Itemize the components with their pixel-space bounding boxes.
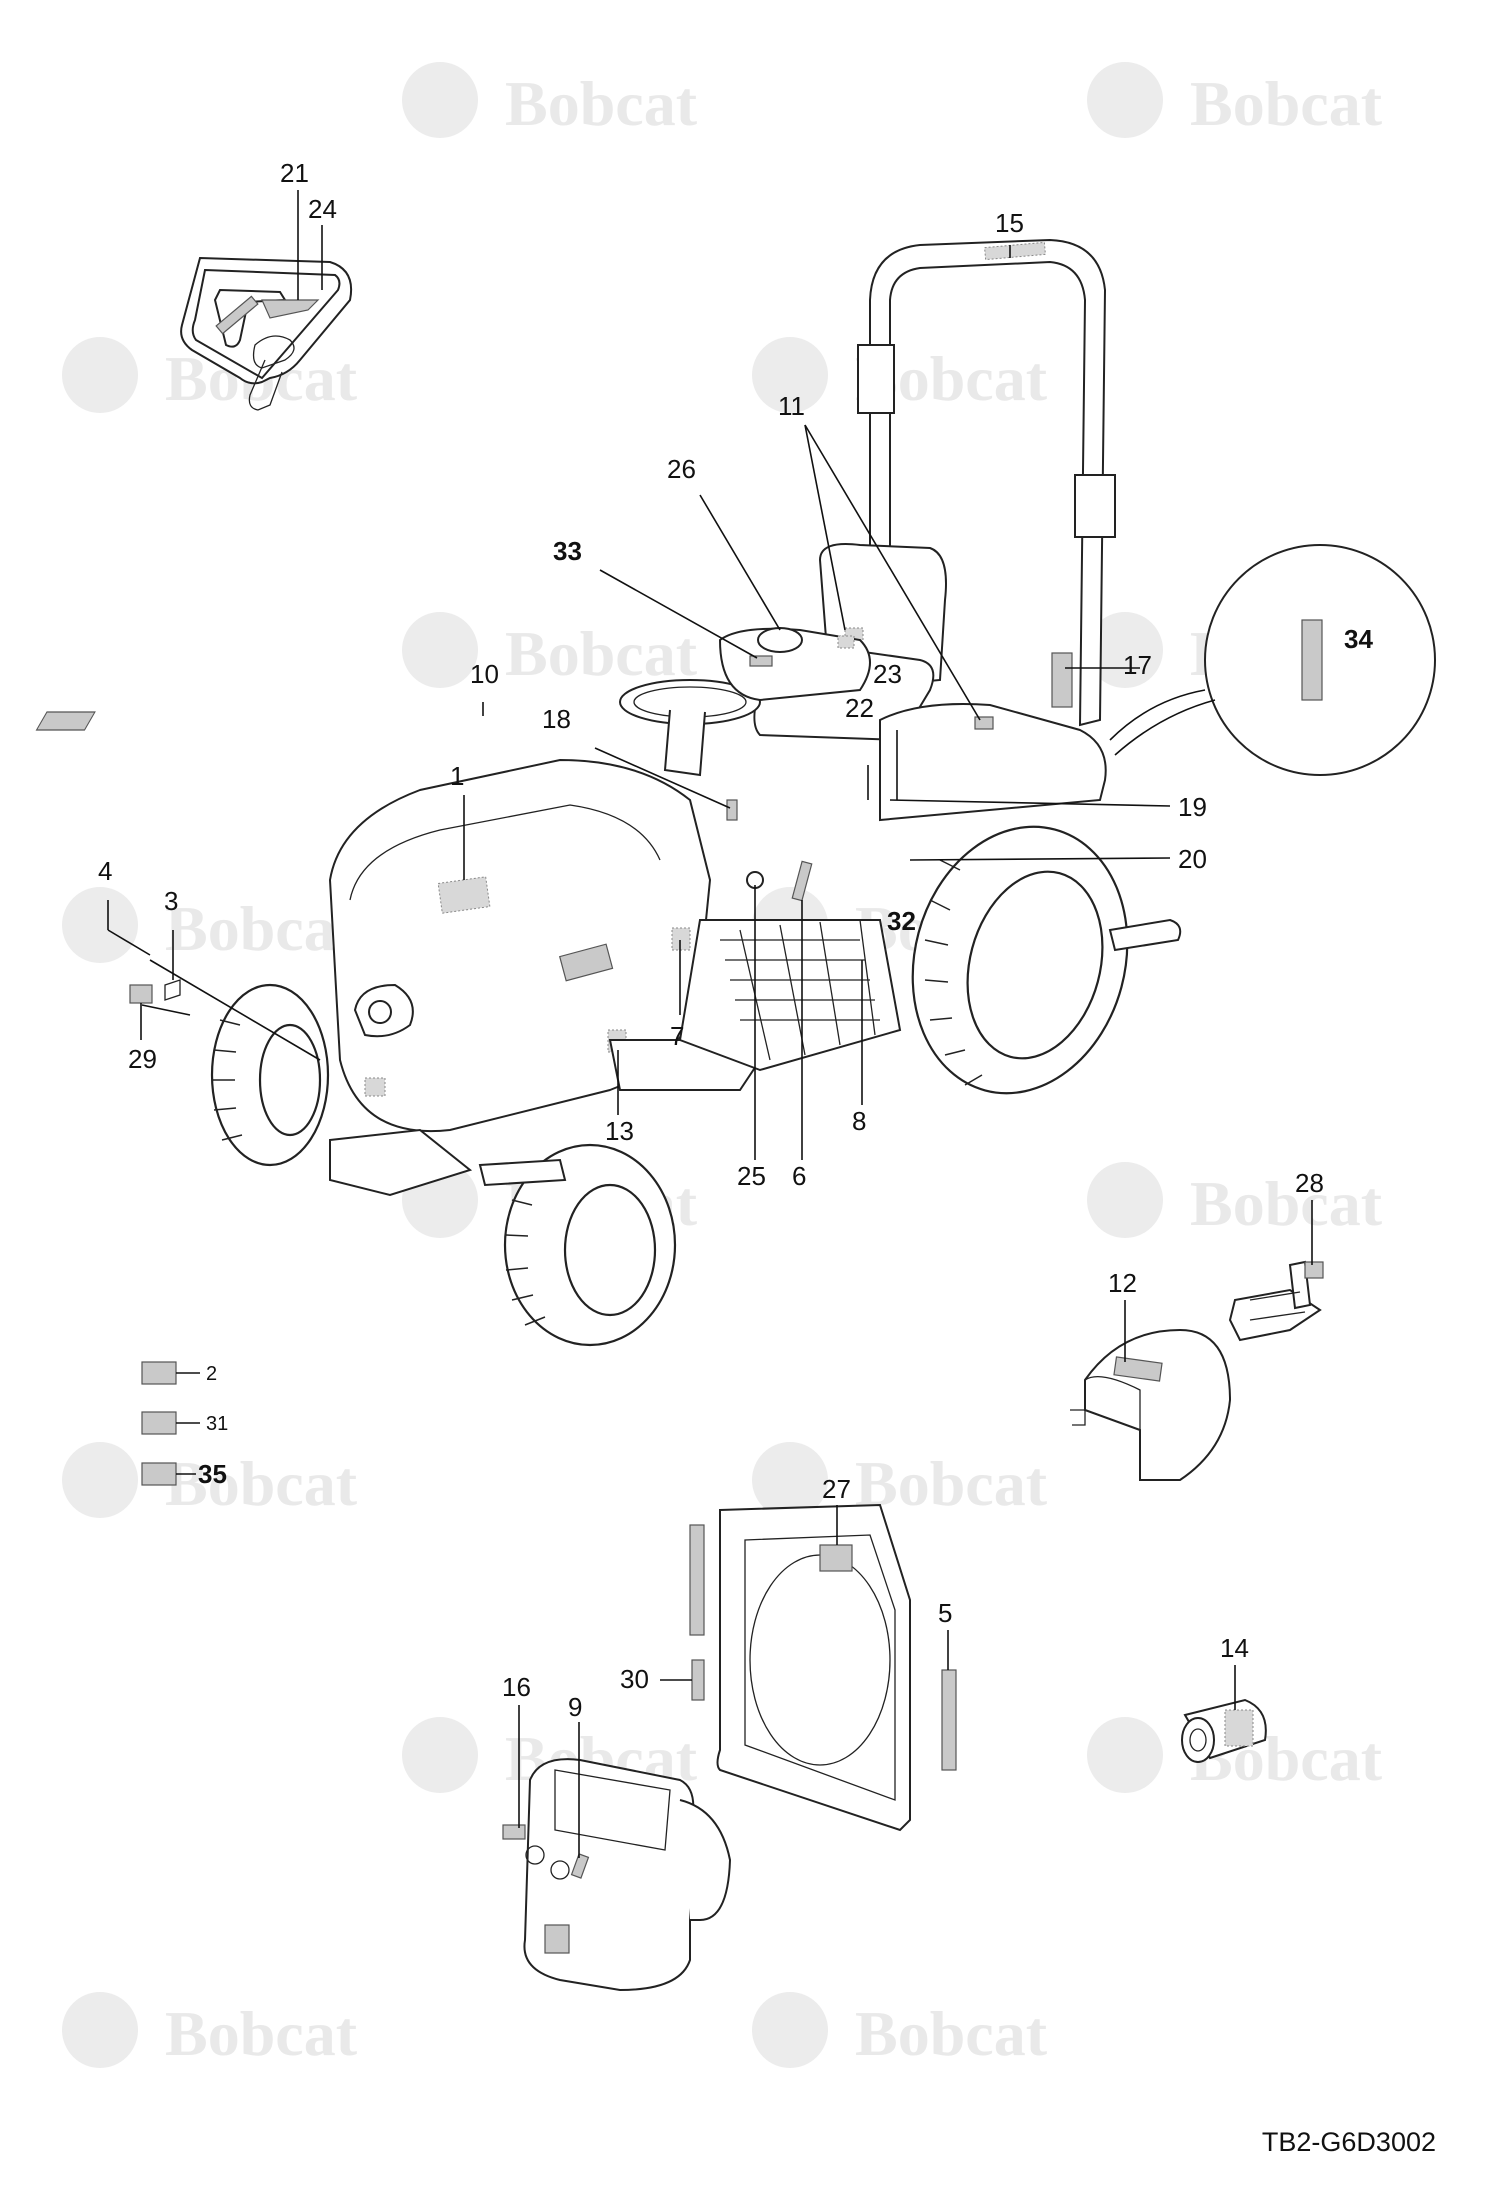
tractor-illustration bbox=[210, 238, 1182, 1347]
leader-line bbox=[141, 1004, 191, 1016]
leader-line bbox=[804, 424, 981, 721]
front-tire-right bbox=[503, 1143, 677, 1347]
legend-label-35: 35 bbox=[198, 1459, 227, 1489]
leader-line bbox=[594, 747, 731, 809]
callout-33: 33 bbox=[553, 536, 582, 566]
watermark: Bobcat bbox=[402, 62, 698, 139]
callout-28: 28 bbox=[1295, 1168, 1324, 1198]
callout-14: 14 bbox=[1220, 1633, 1249, 1663]
leader-line bbox=[149, 959, 321, 1061]
dash-panel-detail bbox=[502, 1758, 732, 1992]
legend-swatch bbox=[141, 1361, 177, 1385]
callout-13: 13 bbox=[605, 1116, 634, 1146]
callout-22: 22 bbox=[845, 693, 874, 723]
leader-line bbox=[804, 424, 846, 631]
watermark: Bobcat bbox=[752, 1442, 1048, 1519]
legend-swatch bbox=[141, 1411, 177, 1435]
watermark: Bobcat bbox=[62, 1442, 358, 1519]
watermark-text: Bobcat bbox=[855, 1998, 1048, 2069]
lever-panel-detail bbox=[180, 256, 352, 411]
leader-line bbox=[889, 799, 1171, 807]
callout-27: 27 bbox=[822, 1474, 851, 1504]
callout-32: 32 bbox=[887, 906, 916, 936]
callout-11: 11 bbox=[778, 391, 805, 421]
legend: 2 31 35 bbox=[141, 1361, 228, 1489]
callout-3: 3 bbox=[164, 886, 178, 916]
callout-4: 4 bbox=[98, 856, 112, 886]
watermark-text: Bobcat bbox=[165, 1448, 358, 1519]
callout-18: 18 bbox=[542, 704, 571, 734]
radiator-frame-detail bbox=[689, 1503, 957, 1832]
leader-line bbox=[107, 929, 151, 956]
callout-30: 30 bbox=[620, 1664, 649, 1694]
watermark-text: Bobcat bbox=[855, 1448, 1048, 1519]
callout-16: 16 bbox=[502, 1672, 531, 1702]
watermark-text: Bobcat bbox=[1190, 68, 1383, 139]
callout-19: 19 bbox=[1178, 792, 1207, 822]
legend-label-31: 31 bbox=[206, 1413, 228, 1435]
callout-23: 23 bbox=[873, 659, 902, 689]
front-tire-left bbox=[210, 983, 330, 1167]
callout-9: 9 bbox=[568, 1692, 582, 1722]
watermark: Bobcat bbox=[1087, 1162, 1383, 1239]
leader-line bbox=[599, 569, 758, 659]
callout-5: 5 bbox=[938, 1598, 952, 1628]
watermark-text: Bobcat bbox=[1190, 1168, 1383, 1239]
drawing-number: TB2-G6D3002 bbox=[1261, 2127, 1436, 2157]
watermark: Bobcat bbox=[1087, 62, 1383, 139]
callout-26: 26 bbox=[667, 454, 696, 484]
leader-line bbox=[909, 857, 1171, 861]
callout-1: 1 bbox=[450, 761, 464, 791]
callout-8: 8 bbox=[852, 1106, 866, 1136]
legend-swatch bbox=[141, 1462, 177, 1486]
watermark-text: Bobcat bbox=[165, 1998, 358, 2069]
detail-leader bbox=[1109, 689, 1216, 756]
callout-29: 29 bbox=[128, 1044, 157, 1074]
callout-7: 7 bbox=[670, 1021, 684, 1051]
watermark: Bobcat bbox=[402, 612, 698, 689]
filter-detail bbox=[1181, 1698, 1267, 1763]
callout-34: 34 bbox=[1344, 624, 1373, 654]
callout-6: 6 bbox=[792, 1161, 806, 1191]
callout-20: 20 bbox=[1178, 844, 1207, 874]
watermark: Bobcat bbox=[1087, 1717, 1383, 1794]
callout-17: 17 bbox=[1123, 650, 1152, 680]
watermark: Bobcat bbox=[62, 1992, 358, 2069]
watermark-text: Bobcat bbox=[505, 618, 698, 689]
callout-25: 25 bbox=[737, 1161, 766, 1191]
watermark-text: Bobcat bbox=[505, 68, 698, 139]
callout-21: 21 bbox=[280, 158, 309, 188]
callout-12: 12 bbox=[1108, 1268, 1137, 1298]
watermark: Bobcat bbox=[752, 1992, 1048, 2069]
bracket-detail bbox=[1228, 1260, 1324, 1342]
callout-24: 24 bbox=[308, 194, 337, 224]
callout-10: 10 bbox=[470, 659, 499, 689]
watermark-text: Bobcat bbox=[165, 893, 358, 964]
leader-line bbox=[699, 494, 781, 631]
legend-label-2: 2 bbox=[206, 1363, 217, 1385]
watermark: Bobcat bbox=[62, 887, 358, 964]
rear-tire bbox=[911, 825, 1129, 1095]
cover-detail bbox=[1070, 1328, 1232, 1481]
callout-15: 15 bbox=[995, 208, 1024, 238]
